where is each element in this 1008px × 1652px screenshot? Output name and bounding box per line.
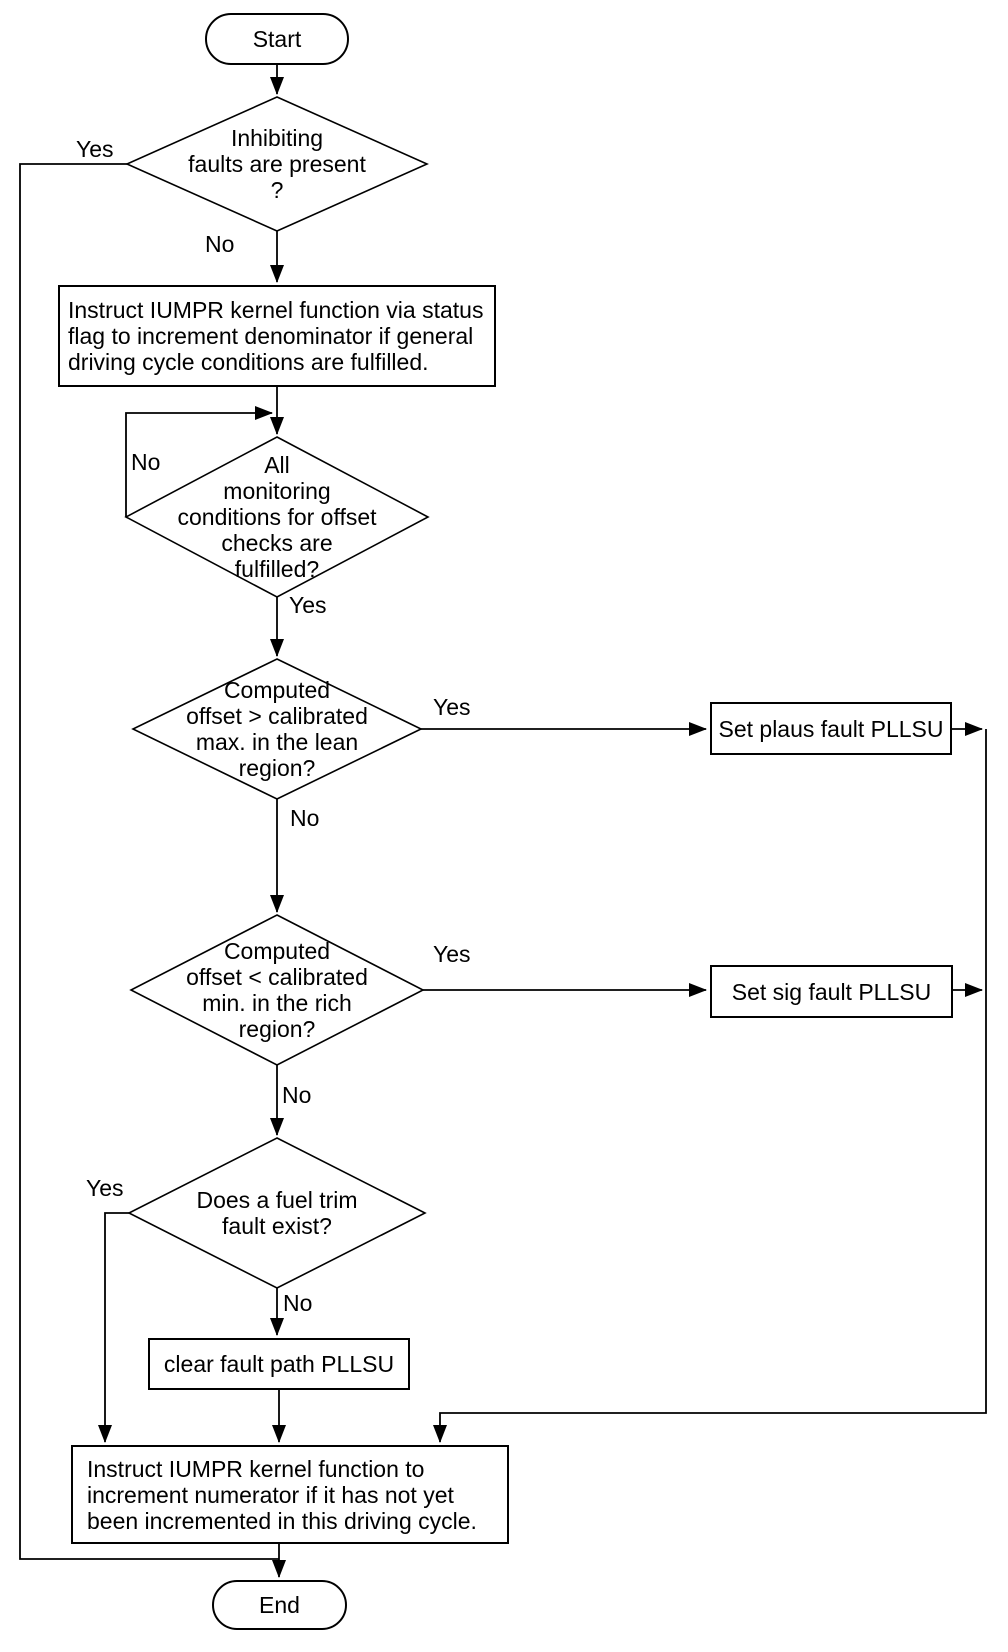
- node-decision-rich: Computed offset < calibrated min. in the…: [131, 915, 423, 1065]
- decision-lean-label: Computed offset > calibrated max. in the…: [186, 677, 368, 781]
- edge-label-monitoring-yes: Yes: [289, 592, 327, 618]
- edge-monitoring-no-loop: [125, 406, 273, 517]
- node-process-increment-denominator: Instruct IUMPR kernel function via statu…: [58, 285, 496, 387]
- decision-inhibiting-shape: [125, 96, 429, 232]
- edge-label-monitoring-no: No: [131, 449, 161, 475]
- node-end: End: [212, 1580, 347, 1630]
- decision-fueltrim-label: Does a fuel trim fault exist?: [196, 1187, 358, 1239]
- node-process-set-sig-fault: Set sig fault PLLSU: [710, 965, 953, 1018]
- decision-monitoring-shape: [124, 436, 430, 598]
- decision-rich-shape: [129, 914, 425, 1066]
- start-label: Start: [252, 26, 302, 52]
- node-process-increment-numerator: Instruct IUMPR kernel function to increm…: [71, 1445, 509, 1544]
- decision-inhibiting-label: Inhibiting faults are present ?: [188, 125, 366, 203]
- end-label: End: [259, 1592, 300, 1618]
- node-process-clear-fault-path: clear fault path PLLSU: [148, 1338, 410, 1390]
- edge-label-fueltrim-yes: Yes: [86, 1175, 124, 1201]
- edge-fueltrim-yes: [98, 1212, 129, 1443]
- edge-label-lean-no: No: [290, 805, 320, 831]
- decision-rich-label: Computed offset < calibrated min. in the…: [186, 938, 368, 1042]
- decision-lean-shape: [131, 658, 423, 800]
- edge-label-rich-yes: Yes: [433, 941, 471, 967]
- node-decision-lean: Computed offset > calibrated max. in the…: [133, 659, 421, 799]
- clear-fault-path-label: clear fault path PLLSU: [163, 1351, 395, 1377]
- node-process-set-plaus-fault: Set plaus fault PLLSU: [710, 702, 952, 755]
- node-decision-monitoring: All monitoring conditions for offset che…: [126, 437, 428, 597]
- node-decision-inhibiting: Inhibiting faults are present ?: [127, 97, 427, 231]
- edge-inhibiting-yes: [19, 163, 279, 1560]
- increment-numerator-label: Instruct IUMPR kernel function to increm…: [87, 1455, 477, 1534]
- decision-monitoring-label: All monitoring conditions for offset che…: [177, 452, 377, 582]
- set-sig-fault-label: Set sig fault PLLSU: [731, 978, 932, 1005]
- edge-label-rich-no: No: [282, 1082, 312, 1108]
- node-decision-fueltrim: Does a fuel trim fault exist?: [129, 1138, 425, 1288]
- edge-rail-to-numerator: [433, 729, 987, 1443]
- edge-label-fueltrim-no: No: [283, 1290, 313, 1316]
- edge-label-inhibiting-no: No: [205, 231, 235, 257]
- decision-fueltrim-shape: [127, 1137, 427, 1289]
- edge-label-inhibiting-yes: Yes: [76, 136, 114, 162]
- set-plaus-fault-label: Set plaus fault PLLSU: [718, 715, 944, 742]
- node-start: Start: [205, 13, 349, 65]
- increment-denominator-label: Instruct IUMPR kernel function via statu…: [68, 297, 484, 375]
- edge-label-lean-yes: Yes: [433, 694, 471, 720]
